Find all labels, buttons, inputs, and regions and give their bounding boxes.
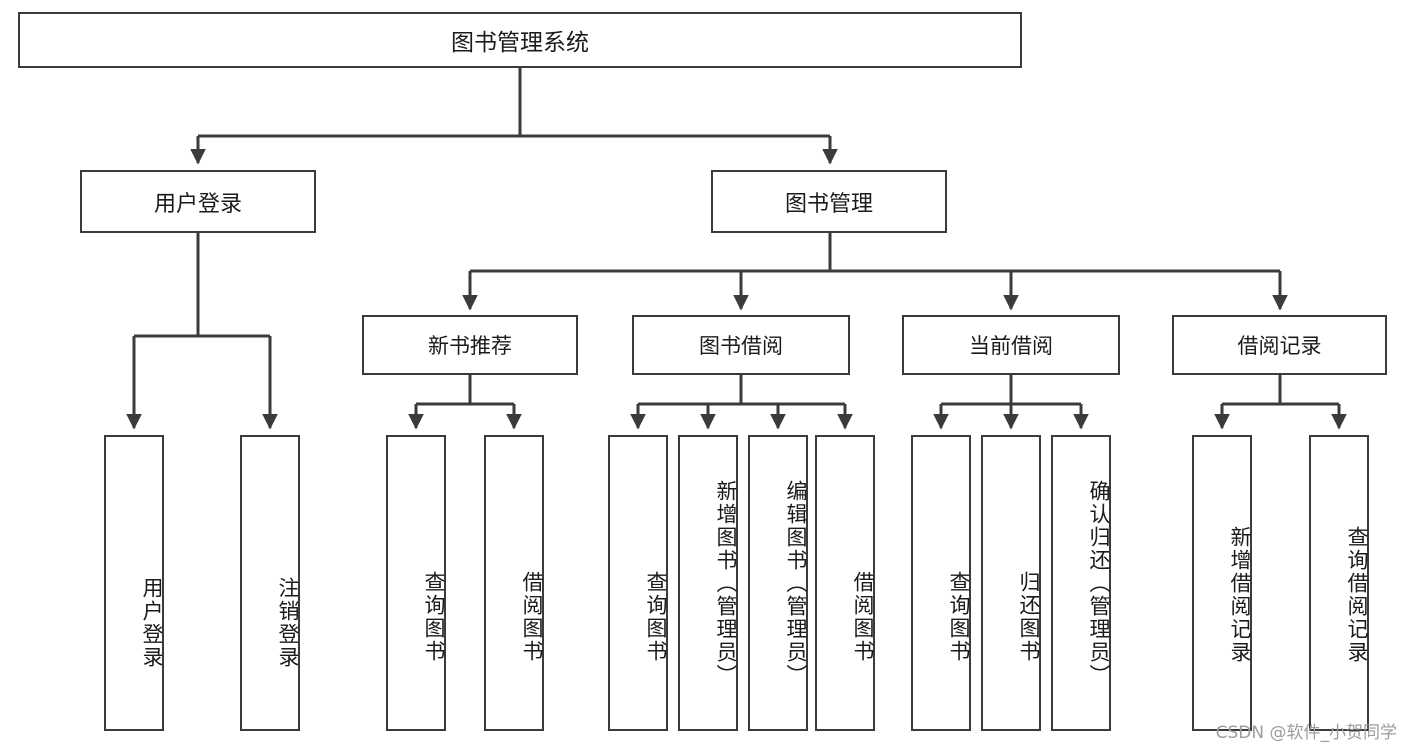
- node-label: 查询图书: [947, 571, 971, 663]
- leaf-user-login-login[interactable]: 用户登录: [104, 435, 164, 731]
- leaf-current-borrow-return-book[interactable]: 归还图书: [981, 435, 1041, 731]
- leaf-new-book-query-book[interactable]: 查询图书: [386, 435, 446, 731]
- node-label: 注销登录: [276, 577, 300, 669]
- node-book-management[interactable]: 图书管理: [711, 170, 947, 233]
- leaf-borrow-record-add-record[interactable]: 新增借阅记录: [1192, 435, 1252, 731]
- node-label: 借阅记录: [1237, 334, 1322, 358]
- node-borrow-record[interactable]: 借阅记录: [1172, 315, 1387, 375]
- node-user-login[interactable]: 用户登录: [80, 170, 316, 233]
- node-label: 编辑图书（管理员）: [784, 479, 808, 687]
- node-label: 当前借阅: [969, 334, 1053, 358]
- leaf-book-borrow-edit-book-admin[interactable]: 编辑图书（管理员）: [748, 435, 808, 731]
- leaf-borrow-record-query-record[interactable]: 查询借阅记录: [1309, 435, 1369, 731]
- node-label: 查询图书: [644, 571, 668, 663]
- watermark-text: CSDN @软件_小贺同学: [1215, 723, 1397, 743]
- node-label: 归还图书: [1017, 571, 1041, 663]
- node-label: 图书借阅: [699, 334, 783, 358]
- leaf-book-borrow-query-book[interactable]: 查询图书: [608, 435, 668, 731]
- node-label: 图书管理系统: [451, 30, 589, 56]
- node-label: 新书推荐: [428, 334, 512, 358]
- node-label: 查询借阅记录: [1345, 526, 1369, 664]
- leaf-book-borrow-add-book-admin[interactable]: 新增图书（管理员）: [678, 435, 738, 731]
- node-label: 确认归还（管理员）: [1087, 479, 1111, 687]
- node-current-borrow[interactable]: 当前借阅: [902, 315, 1120, 375]
- leaf-new-book-borrow-book[interactable]: 借阅图书: [484, 435, 544, 731]
- leaf-user-login-logout[interactable]: 注销登录: [240, 435, 300, 731]
- node-label: 用户登录: [140, 577, 164, 669]
- leaf-current-borrow-confirm-return-admin[interactable]: 确认归还（管理员）: [1051, 435, 1111, 731]
- leaf-book-borrow-borrow-book[interactable]: 借阅图书: [815, 435, 875, 731]
- node-label: 用户登录: [153, 191, 242, 217]
- node-root-book-management-system[interactable]: 图书管理系统: [18, 12, 1022, 68]
- node-new-book-recommend[interactable]: 新书推荐: [362, 315, 578, 375]
- node-label: 图书管理: [784, 191, 873, 217]
- leaf-current-borrow-query-book[interactable]: 查询图书: [911, 435, 971, 731]
- node-label: 借阅图书: [851, 571, 875, 663]
- node-label: 查询图书: [422, 571, 446, 663]
- node-label: 新增借阅记录: [1228, 526, 1252, 664]
- node-label: 借阅图书: [520, 571, 544, 663]
- node-book-borrow[interactable]: 图书借阅: [632, 315, 850, 375]
- node-label: 新增图书（管理员）: [714, 479, 738, 687]
